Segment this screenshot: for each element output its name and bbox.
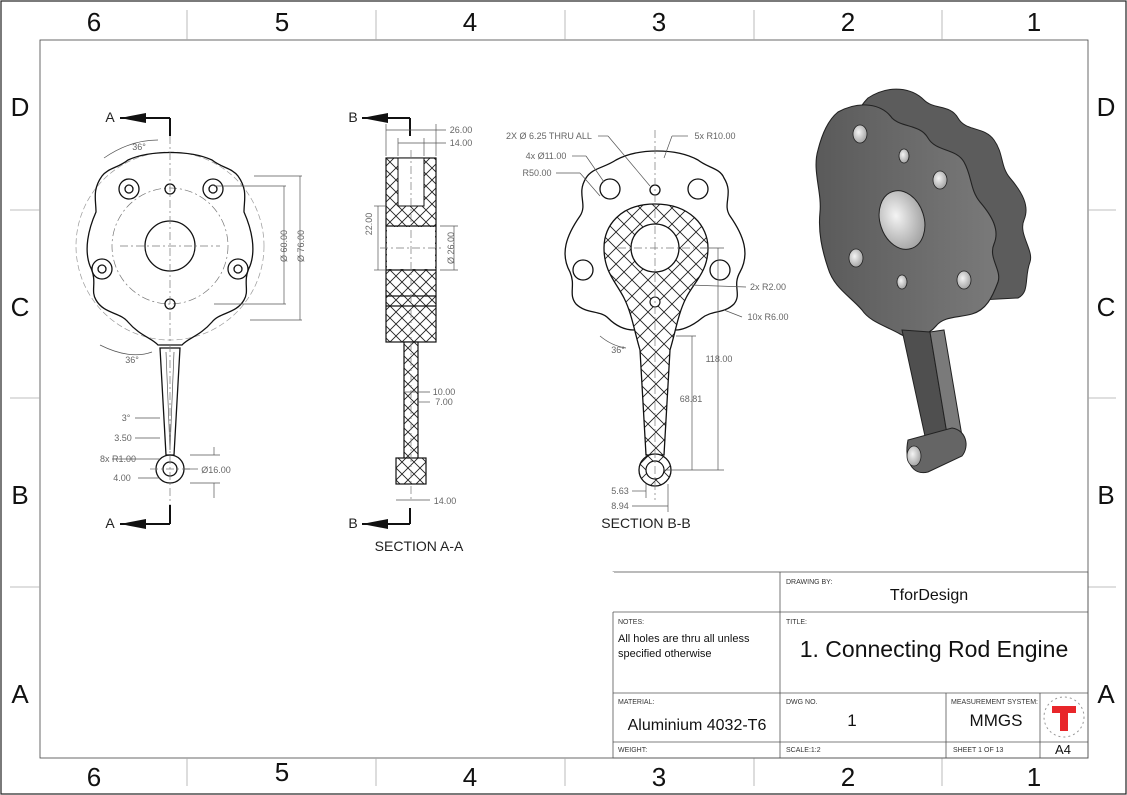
dim-dia-16: Ø16.00	[201, 465, 231, 475]
dim-3-50: 3.50	[114, 433, 132, 443]
notes-line-1: All holes are thru all unless	[618, 633, 750, 645]
dim-aa-14-top: 14.00	[450, 138, 473, 148]
drawing-title: 1. Connecting Rod Engine	[800, 636, 1069, 662]
dim-aa-7: 7.00	[435, 397, 453, 407]
dim-bb-r6: 10x R6.00	[747, 312, 788, 322]
zone-row-c-right: C	[1097, 292, 1116, 322]
measurement-label: MEASUREMENT SYSTEM:	[951, 699, 1038, 706]
title-block: DRAWING BY: TforDesign NOTES: All holes …	[612, 571, 1089, 759]
dim-front-angle-bottom: 36°	[125, 355, 139, 365]
company-logo-icon	[1043, 696, 1085, 738]
dim-bb-r2: 2x R2.00	[750, 282, 786, 292]
section-a-label-bottom: A	[105, 515, 115, 531]
dim-bb-118: 118.00	[706, 354, 733, 364]
bb-plate-outline	[564, 150, 746, 331]
title-label: TITLE:	[786, 619, 807, 626]
zone-row-b-left: B	[11, 480, 28, 510]
zone-col-5-top: 5	[275, 7, 289, 37]
zone-dividers	[10, 10, 1116, 786]
zone-col-3-top: 3	[652, 7, 666, 37]
section-bb-view: 2X Ø 6.25 THRU ALL 4x Ø11.00 R50.00 5x R…	[506, 130, 789, 531]
paper-size: A4	[1055, 742, 1071, 757]
section-b-label-top: B	[348, 109, 357, 125]
dim-aa-14-bottom: 14.00	[434, 496, 457, 506]
dim-aa-dia-26: Ø 26.00	[446, 232, 456, 264]
zone-col-6-bottom: 6	[87, 762, 101, 792]
bb-holes	[572, 178, 731, 281]
section-b-label-bottom: B	[348, 515, 357, 531]
dim-front-angle-top: 36°	[132, 142, 146, 152]
zone-row-b-right: B	[1097, 480, 1114, 510]
dim-bb-r50: R50.00	[522, 168, 551, 178]
drawing-by-value: TforDesign	[890, 587, 968, 604]
section-aa-view: B B 26.00 14.00 22.00 Ø 26.00 10.00 7.00…	[348, 109, 472, 554]
zone-row-c-left: C	[11, 292, 30, 322]
zone-row-a-right: A	[1097, 679, 1115, 709]
zone-row-d-right: D	[1097, 92, 1116, 122]
zone-col-1-top: 1	[1027, 7, 1041, 37]
dim-aa-26: 26.00	[450, 125, 473, 135]
dim-bb-8-94: 8.94	[611, 501, 629, 511]
zone-col-6-top: 6	[87, 7, 101, 37]
drawing-by-label: DRAWING BY:	[786, 579, 832, 586]
weight-label: WEIGHT:	[618, 747, 647, 754]
isometric-view	[815, 88, 1032, 474]
zone-col-2-bottom: 2	[841, 762, 855, 792]
dim-dia-60: Ø 60.00	[279, 230, 289, 262]
dim-aa-10: 10.00	[433, 387, 456, 397]
zone-col-2-top: 2	[841, 7, 855, 37]
front-plate-outline	[86, 151, 254, 346]
material-label: MATERIAL:	[618, 699, 654, 706]
dim-bb-5-63: 5.63	[611, 486, 629, 496]
dim-bb-holes-625: 2X Ø 6.25 THRU ALL	[506, 131, 592, 141]
section-aa-title: SECTION A-A	[375, 538, 464, 554]
zone-col-1-bottom: 1	[1027, 762, 1041, 792]
section-bb-title: SECTION B-B	[601, 515, 690, 531]
dim-bb-angle: 36°	[611, 345, 625, 355]
zone-col-5-bottom: 5	[275, 757, 289, 787]
section-a-label-top: A	[105, 109, 115, 125]
zone-col-4-top: 4	[463, 7, 477, 37]
notes-line-2: specified otherwise	[618, 648, 712, 660]
dim-8x-r1: 8x R1.00	[100, 454, 136, 464]
dwg-no-value: 1	[847, 711, 856, 730]
dim-aa-22: 22.00	[364, 213, 374, 236]
zone-row-d-left: D	[11, 92, 30, 122]
dim-dia-76: Ø 76.00	[296, 230, 306, 262]
dim-front-angle-3: 3°	[122, 413, 131, 423]
dim-4-00: 4.00	[113, 473, 131, 483]
dim-bb-68: 68.81	[680, 394, 703, 404]
dim-bb-holes-11: 4x Ø11.00	[526, 151, 567, 161]
scale-value: SCALE:1:2	[786, 747, 821, 754]
material-value: Aluminium 4032-T6	[628, 717, 767, 734]
zone-row-a-left: A	[11, 679, 29, 709]
zone-col-3-bottom: 3	[652, 762, 666, 792]
zone-col-4-bottom: 4	[463, 762, 477, 792]
front-view: A A 36° 36° Ø 60.00 Ø 76.00 3° 3.50 8x R…	[75, 109, 306, 531]
notes-label: NOTES:	[618, 619, 644, 626]
zone-labels: 6 5 4 3 2 1 6 5 4 3 2 1 D C B A D C B A	[11, 7, 1116, 792]
bolt-holes	[91, 178, 249, 310]
dwg-no-label: DWG NO.	[786, 699, 818, 706]
dim-bb-r10: 5x R10.00	[694, 131, 735, 141]
measurement-value: MMGS	[970, 711, 1023, 730]
inner-border	[39, 39, 1089, 759]
sheet-value: SHEET 1 OF 13	[953, 747, 1004, 754]
